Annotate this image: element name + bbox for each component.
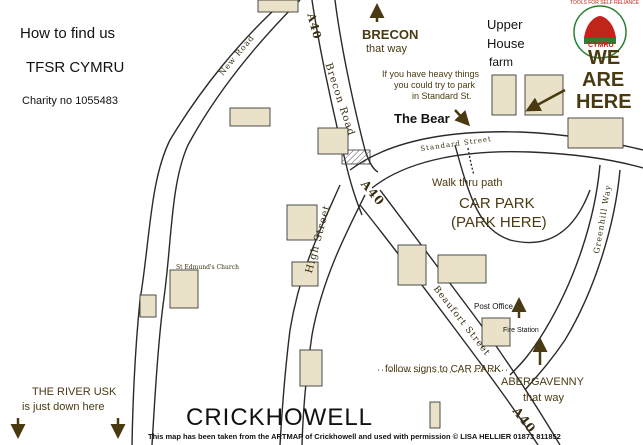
building — [397, 244, 427, 286]
car-park-road — [454, 144, 591, 244]
building — [429, 401, 441, 429]
heavy-things-note-3: in Standard St. — [412, 91, 472, 101]
fire-station-label: Fire Station — [503, 327, 539, 334]
beaufort-street — [379, 189, 561, 445]
org-name: TFSR CYMRU — [26, 59, 125, 76]
building — [437, 254, 487, 284]
we-are-here-label-3: HERE — [576, 91, 632, 113]
arrow-we-are-here — [525, 88, 566, 112]
building — [491, 74, 517, 116]
we-are-here-label: WE — [588, 47, 621, 69]
new-road — [131, 0, 286, 445]
logo-ring-text: TOOLS FOR SELF RELIANCE — [570, 0, 640, 6]
building — [317, 127, 349, 155]
arrows — [10, 3, 566, 439]
arrow-heavy-things — [454, 109, 471, 127]
logo-sub-text: CYMRU — [588, 42, 614, 49]
the-bear-label: The Bear — [394, 111, 450, 126]
upper-house-label: Upper — [487, 17, 523, 32]
building — [139, 294, 157, 318]
buildings — [139, 0, 624, 429]
river-usk-label-2: is just down here — [22, 401, 105, 413]
upper-house-label-3: farm — [489, 55, 513, 69]
town-name: CRICKHOWELL — [186, 404, 374, 431]
brecon-label: BRECON — [362, 27, 419, 42]
building — [286, 204, 318, 241]
abergavenny-label: ABERGAVENNY — [501, 376, 584, 388]
building — [229, 107, 271, 127]
church-label: St Edmund's Church — [176, 264, 239, 271]
high-street — [279, 184, 341, 445]
zebra-crossing — [341, 149, 371, 165]
river-usk-label: THE RIVER USK — [32, 386, 117, 398]
building — [169, 269, 199, 309]
logo — [573, 5, 627, 59]
follow-signs-label: follow signs to CAR PARK — [385, 364, 501, 375]
abergavenny-way-label: that way — [523, 392, 564, 404]
charity-number: Charity no 1055483 — [22, 95, 119, 107]
roads — [131, 0, 643, 445]
map-credit: This map has been taken from the ARTMAP … — [148, 432, 561, 441]
heavy-things-note-2: you could try to park — [394, 80, 476, 90]
building — [481, 317, 511, 347]
walk-path-label: Walk thru path — [432, 177, 503, 189]
car-park-label-2: (PARK HERE) — [451, 214, 547, 231]
brecon-way-label: that way — [366, 43, 407, 55]
building — [291, 261, 319, 287]
building — [567, 117, 624, 149]
walk-thru-path — [467, 147, 475, 176]
building — [257, 0, 299, 13]
page-title: How to find us — [20, 25, 116, 42]
car-park-label: CAR PARK — [459, 195, 535, 212]
upper-house-label-2: House — [487, 36, 525, 51]
greenhill-way — [509, 164, 601, 376]
we-are-here-label-2: ARE — [582, 69, 625, 91]
building — [299, 349, 323, 387]
post-office-label: Post Office — [474, 302, 513, 311]
heavy-things-note: If you have heavy things — [382, 69, 480, 79]
